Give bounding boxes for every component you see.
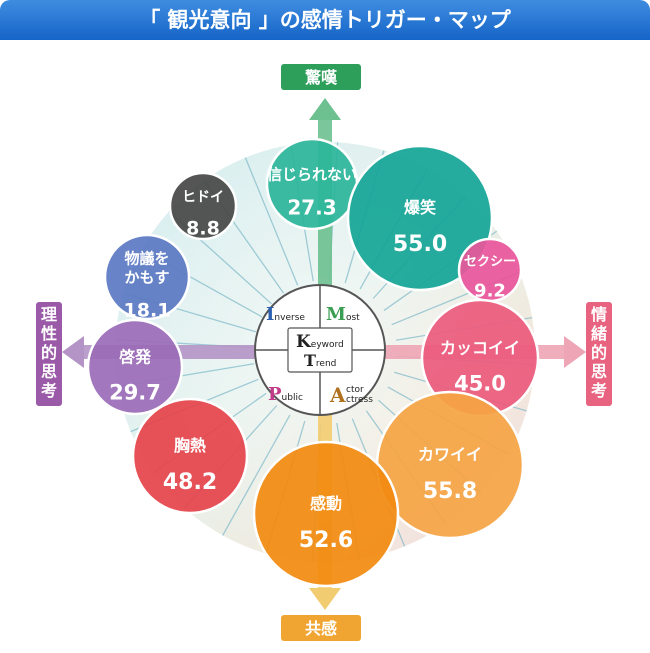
bubble: カワイイ 55.8 [375,390,525,540]
radial-line [222,414,291,536]
bubble-circle [86,318,184,416]
bubble: 爆笑 55.0 [346,144,494,292]
bubble-circle [346,144,494,292]
bubble-label: 爆笑 [404,198,436,217]
bubble-value: 29.7 [109,381,161,405]
quadrant-most: Most [326,304,360,325]
center-badge: Inverse Most Public A ctor ctress Keywor… [254,284,386,416]
bubble-label: カッコイイ [440,339,520,358]
bubble-label: 物議を [124,250,169,268]
bubble-label: 感動 [310,494,342,513]
quadrant-inverse: Inverse [266,304,305,325]
bubble: 信じられない 27.3 [265,137,359,231]
quadrant-actress-rest: ctress [346,395,373,405]
bubble-label: 信じられない [267,166,357,184]
bubble-value: 55.0 [393,232,447,257]
axis-label-bottom-box: 共感 [281,615,361,641]
bubble-label: ヒドイ [182,190,224,206]
quadrant-actor-rest: ctor [346,385,364,395]
bubble-label: セクシー [464,255,516,270]
bubble-label: かもす [124,269,169,287]
bubble-value: 18.1 [124,300,171,322]
bubble-value: 48.2 [163,470,217,495]
bubble-value: 45.0 [454,372,506,396]
bubble-circle [131,397,249,515]
middle-trend: Trend [304,351,336,370]
bubble: 啓発 29.7 [86,318,184,416]
axis-label-right: 情緒的思考 [591,305,607,400]
bubble-circle [252,440,400,588]
bubble-circle [168,171,238,241]
page-title: 「 観光意向 」の感情トリガー・マップ [0,0,650,40]
axis-label-left-box: 理性的思考 [36,302,62,406]
bubble-value: 8.8 [186,218,220,240]
bubble-label: 胸熱 [174,436,206,455]
quadrant-public: Public [268,384,303,405]
axis-label-top-box: 驚嘆 [281,64,361,90]
bubble-circle [103,233,191,321]
bubble: 感動 52.6 [252,440,400,588]
axis-label-left: 理性的思考 [41,305,57,400]
middle-keyword: Keyword [296,332,344,352]
bubble: 胸熱 48.2 [131,397,249,515]
quadrant-actor-initial: A [329,383,346,407]
bubble-value: 9.2 [474,281,506,302]
bubble: ヒドイ 8.8 [168,171,238,241]
axis-label-bottom: 共感 [305,619,337,638]
bubble: セクシー 9.2 [457,237,523,303]
bubble-value: 52.6 [299,528,353,553]
axis-label-right-box: 情緒的思考 [586,302,612,406]
bubble-value: 55.8 [423,479,477,504]
radial-line [244,157,299,286]
bubble-label: カワイイ [418,445,482,464]
bubble-value: 27.3 [287,196,336,220]
axis-label-top: 驚嘆 [304,68,338,87]
bubble-label: 啓発 [119,348,152,367]
